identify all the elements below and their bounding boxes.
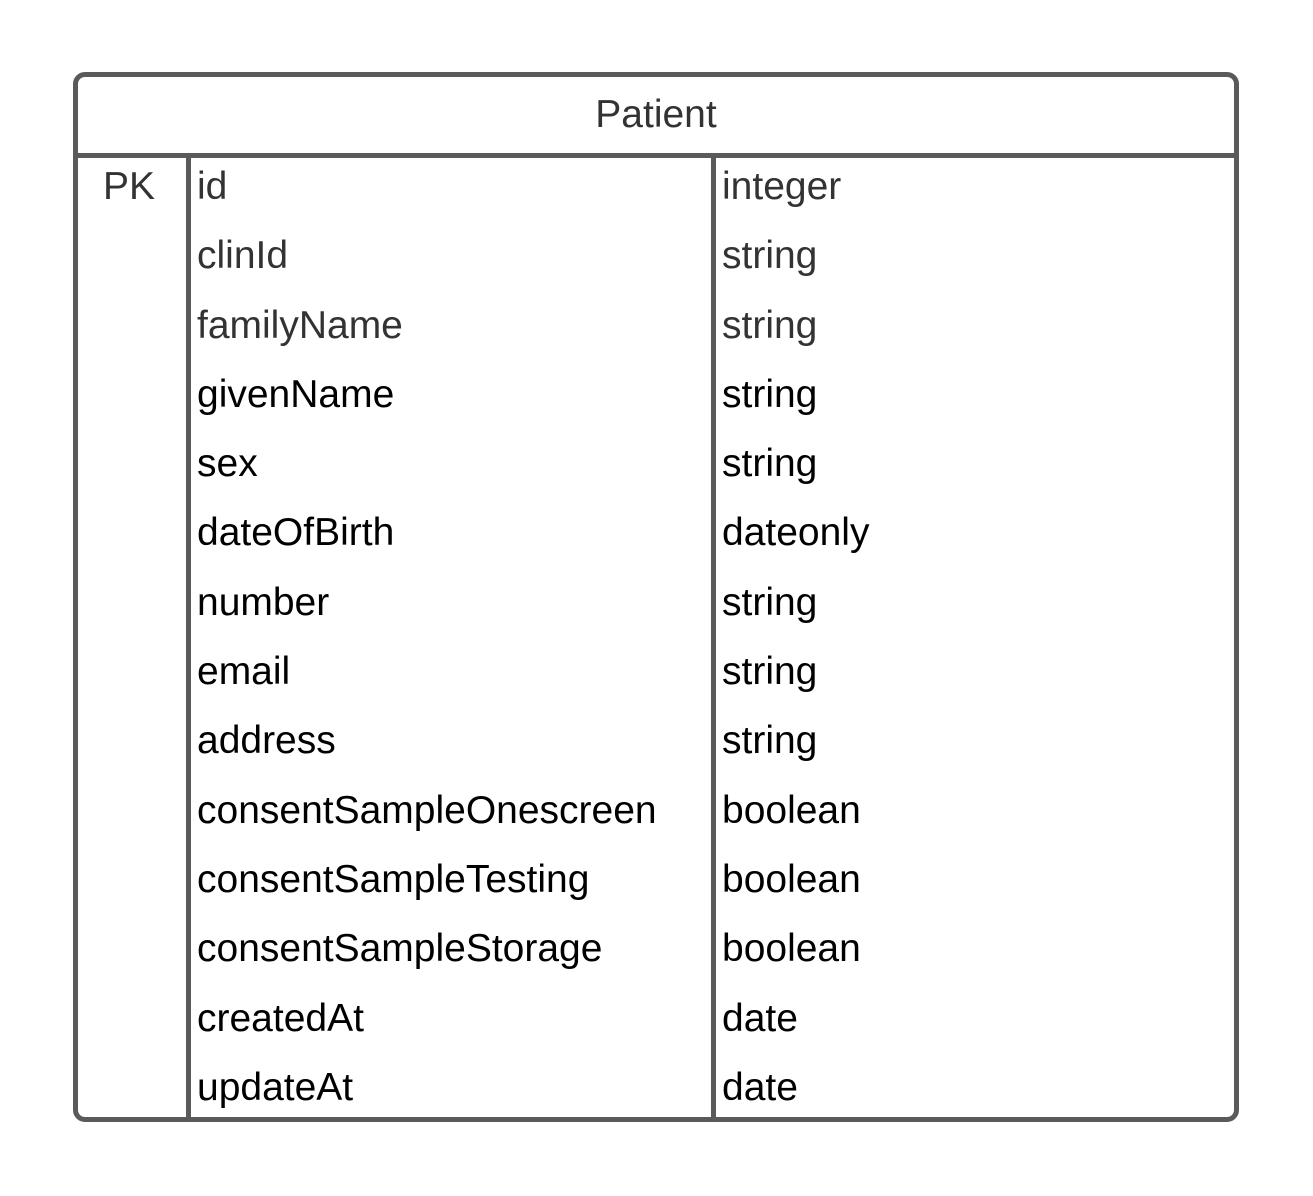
key-column-divider [186,158,191,1117]
field-type: boolean [722,927,861,971]
field-key: PK [103,165,156,208]
field-row-4: sex string [78,435,1234,504]
field-type: string [722,303,818,347]
field-name: dateOfBirth [197,511,395,555]
field-row-0: PK id integer [78,158,1234,227]
field-type: boolean [722,788,861,832]
field-name: id [197,165,228,208]
field-row-10: consentSampleTesting boolean [78,851,1234,920]
field-type: string [722,719,818,763]
field-type: integer [722,165,842,208]
field-name: clinId [197,234,289,278]
field-name: number [197,580,330,624]
field-name: consentSampleOnescreen [197,788,657,832]
field-type: string [722,372,818,416]
field-name: createdAt [197,996,364,1040]
field-type: string [722,442,818,486]
field-name: consentSampleTesting [197,857,590,901]
field-row-11: consentSampleStorage boolean [78,920,1234,989]
field-row-9: consentSampleOnescreen boolean [78,782,1234,851]
field-type: string [722,580,818,624]
field-name: updateAt [197,1065,354,1109]
field-type: date [722,1065,798,1109]
type-column-divider [711,158,716,1117]
field-name: consentSampleStorage [197,927,603,971]
field-row-13: updateAt date [78,1059,1234,1128]
entity-title: Patient [78,77,1234,158]
field-name: givenName [197,372,395,416]
field-type: dateonly [722,511,870,555]
field-row-1: clinId string [78,227,1234,296]
field-row-5: dateOfBirth dateonly [78,504,1234,573]
field-row-2: familyName string [78,297,1234,366]
field-name: sex [197,442,258,486]
field-name: familyName [197,303,403,347]
field-type: boolean [722,857,861,901]
field-list: PK id integer clinId string familyName s… [78,158,1234,1128]
field-row-7: email string [78,643,1234,712]
field-name: email [197,650,291,694]
field-row-6: number string [78,574,1234,643]
field-name: address [197,719,336,763]
field-row-3: givenName string [78,366,1234,435]
field-type: string [722,650,818,694]
field-type: date [722,996,798,1040]
field-row-12: createdAt date [78,990,1234,1059]
field-type: string [722,234,818,278]
field-row-8: address string [78,712,1234,781]
entity-patient[interactable]: Patient PK id integer clinId string fami… [73,72,1239,1122]
